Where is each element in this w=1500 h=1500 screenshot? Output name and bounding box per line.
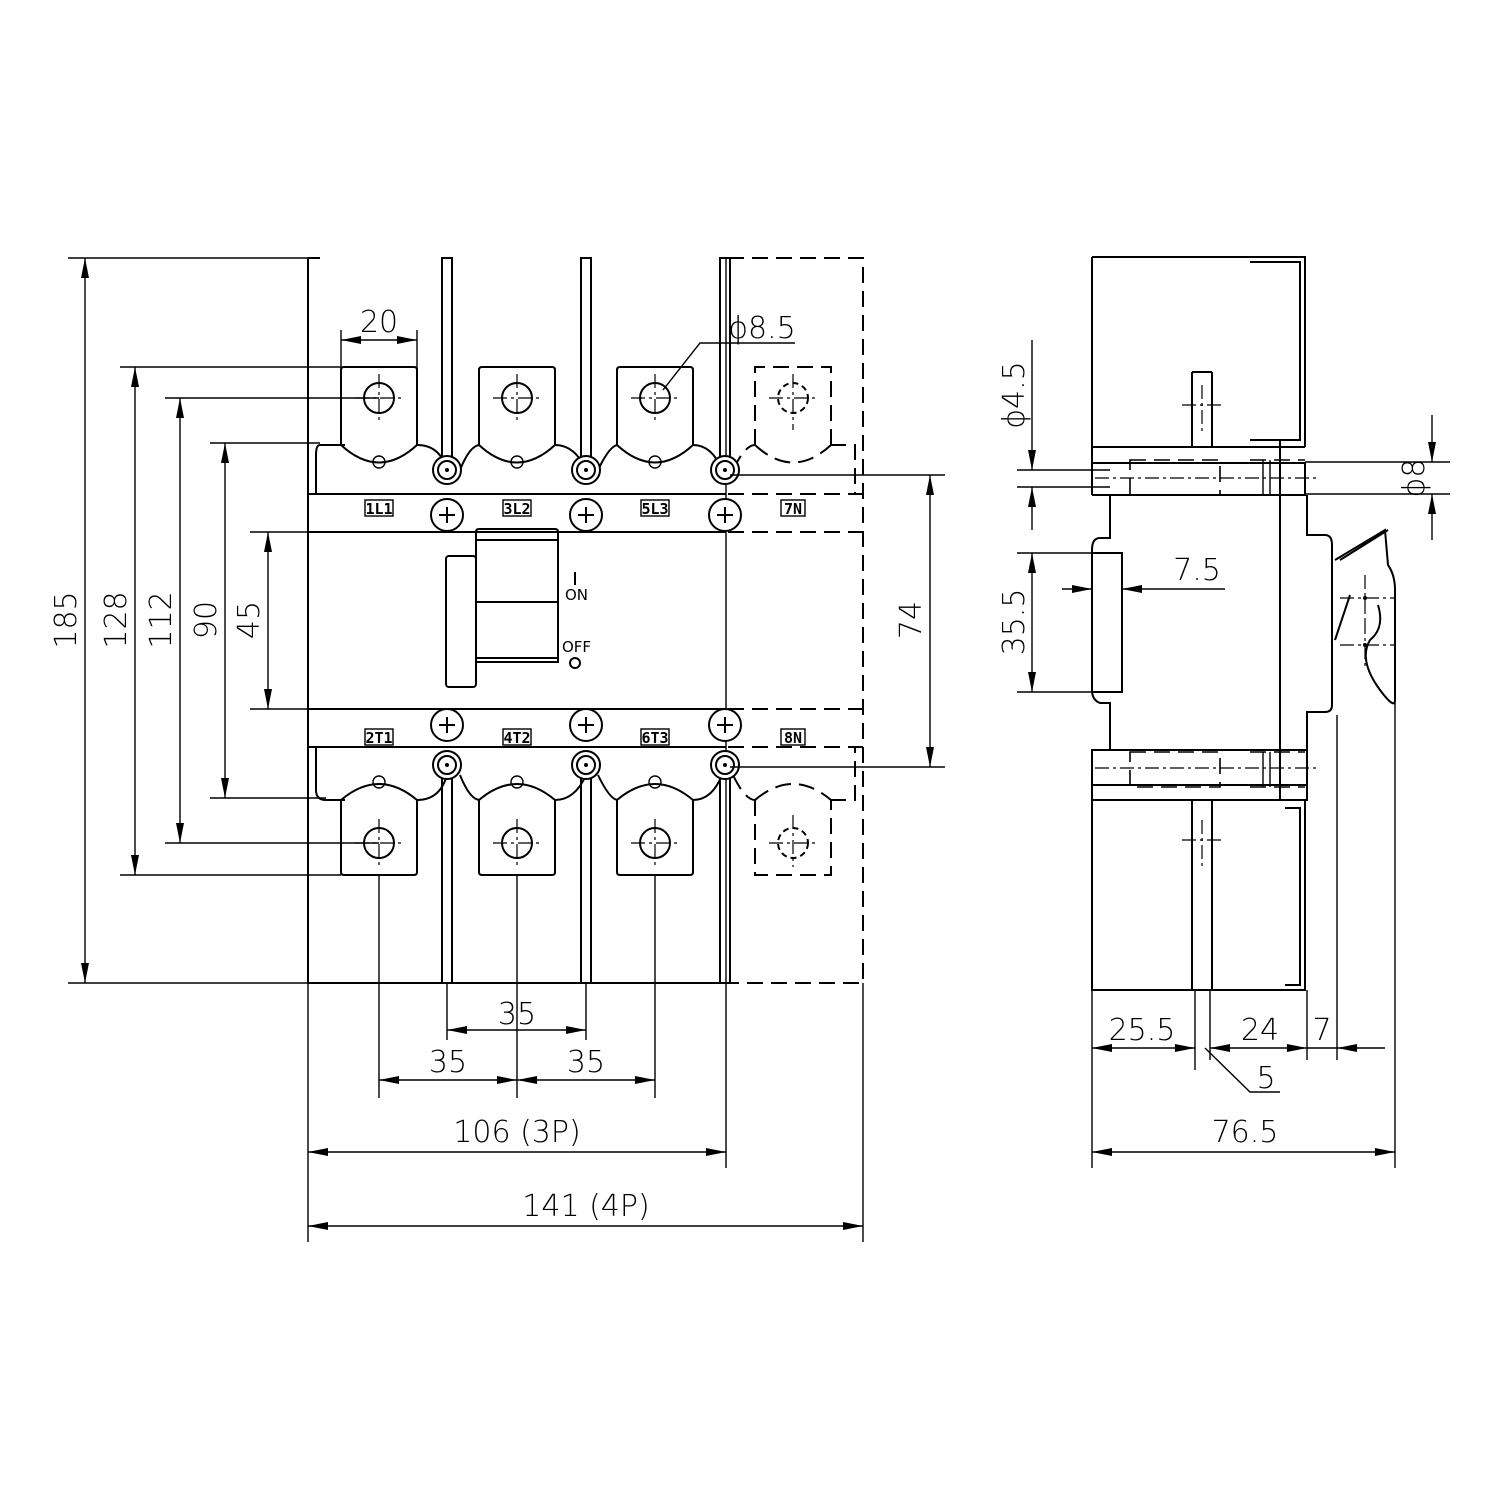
dim-76-5: 76.5 <box>1212 1115 1279 1150</box>
dim-74: 74 <box>894 601 929 639</box>
dim-141-4p: 141 (4P) <box>522 1189 649 1224</box>
dim-24: 24 <box>1241 1013 1279 1048</box>
label-2t1: 2T1 <box>365 729 392 747</box>
dim-35-top: 35 <box>498 997 536 1032</box>
front-dimensions <box>81 258 945 1242</box>
dim-phi-4-5: ϕ4.5 <box>997 361 1032 429</box>
handle-off-label: OFF <box>562 638 591 656</box>
dim-128: 128 <box>99 591 134 648</box>
terminal-labels: 1L1 3L2 5L3 7N 2T1 4T2 6T3 8N <box>364 499 806 747</box>
front-dimension-texts: 185 128 112 90 45 74 20 ϕ8.5 35 35 35 10… <box>49 305 929 1224</box>
dim-45: 45 <box>232 601 267 639</box>
label-8n: 8N <box>784 729 802 747</box>
terminal-screws <box>430 455 742 780</box>
label-1l1: 1L1 <box>365 500 392 518</box>
dim-20: 20 <box>360 305 398 340</box>
dim-25-5: 25.5 <box>1109 1013 1176 1048</box>
dim-35-left: 35 <box>429 1045 467 1080</box>
label-7n: 7N <box>784 500 802 518</box>
dim-106-3p: 106 (3P) <box>453 1115 580 1150</box>
dim-35-right: 35 <box>567 1045 605 1080</box>
fourth-pole-outline <box>728 257 864 984</box>
dim-7: 7 <box>1312 1013 1331 1048</box>
dim-112: 112 <box>144 591 179 648</box>
dim-90: 90 <box>189 601 224 639</box>
handle-on-label: ON <box>565 586 588 604</box>
side-body-outline <box>1091 256 1396 991</box>
side-dimensions <box>1017 340 1450 1168</box>
label-6t3: 6T3 <box>641 729 668 747</box>
dim-7-5: 7.5 <box>1173 553 1221 588</box>
front-view: 1L1 3L2 5L3 7N 2T1 4T2 6T3 8N ON OFF <box>49 257 945 1242</box>
dim-phi-8: ϕ8 <box>1397 459 1432 498</box>
label-5l3: 5L3 <box>641 500 668 518</box>
side-view: ϕ4.5 ϕ8 35.5 7.5 25.5 24 7 5 76.5 <box>997 256 1450 1168</box>
terminal-tabs-bottom <box>340 775 832 876</box>
side-dimension-texts: ϕ4.5 ϕ8 35.5 7.5 25.5 24 7 5 76.5 <box>997 361 1432 1150</box>
dim-hole-dia: ϕ8.5 <box>728 311 796 346</box>
terminal-tabs-top <box>340 366 832 469</box>
label-4t2: 4T2 <box>503 729 530 747</box>
dim-5: 5 <box>1256 1061 1275 1096</box>
dim-185: 185 <box>49 591 84 648</box>
label-3l2: 3L2 <box>503 500 530 518</box>
dim-35-5: 35.5 <box>997 589 1032 656</box>
operating-handle: ON OFF <box>445 528 591 688</box>
